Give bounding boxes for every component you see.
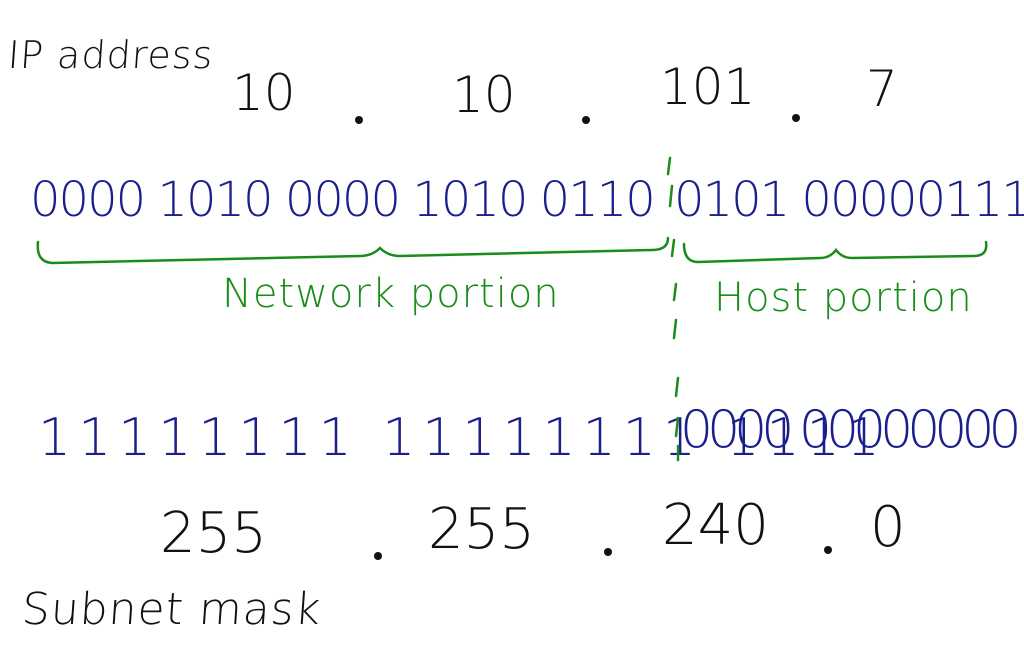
mask-bits-ones: 11111111 11111111 1111 [38,408,887,468]
ip-bits-network: 0000 1010 0000 1010 0110 [30,172,656,228]
ip-dot-3 [792,114,800,122]
network-portion-label: Network portion [222,271,560,317]
subnet-mask-label: Subnet mask [20,584,323,635]
network-brace [36,236,670,265]
mask-octet-1: 255 [160,501,267,566]
ip-dot-1 [355,116,363,124]
mask-octet-2: 255 [428,497,535,562]
ip-bits-host: 0101 00000111 [674,172,1024,228]
ip-octet-3: 101 [660,58,756,116]
ip-dot-2 [582,116,590,124]
mask-dot-1 [374,552,382,560]
ip-octet-1: 10 [232,64,296,122]
mask-dot-2 [604,548,612,556]
mask-octet-3: 240 [662,493,769,558]
ip-octet-2: 10 [452,66,516,124]
mask-octet-4: 0 [870,495,906,560]
host-portion-label: Host portion [714,275,973,321]
mask-bits-zeros: 0000 00000000 [680,400,1022,460]
mask-dot-3 [824,546,832,554]
ip-octet-4: 7 [866,60,898,118]
ip-address-label: IP address [6,33,216,77]
host-brace [682,240,988,264]
